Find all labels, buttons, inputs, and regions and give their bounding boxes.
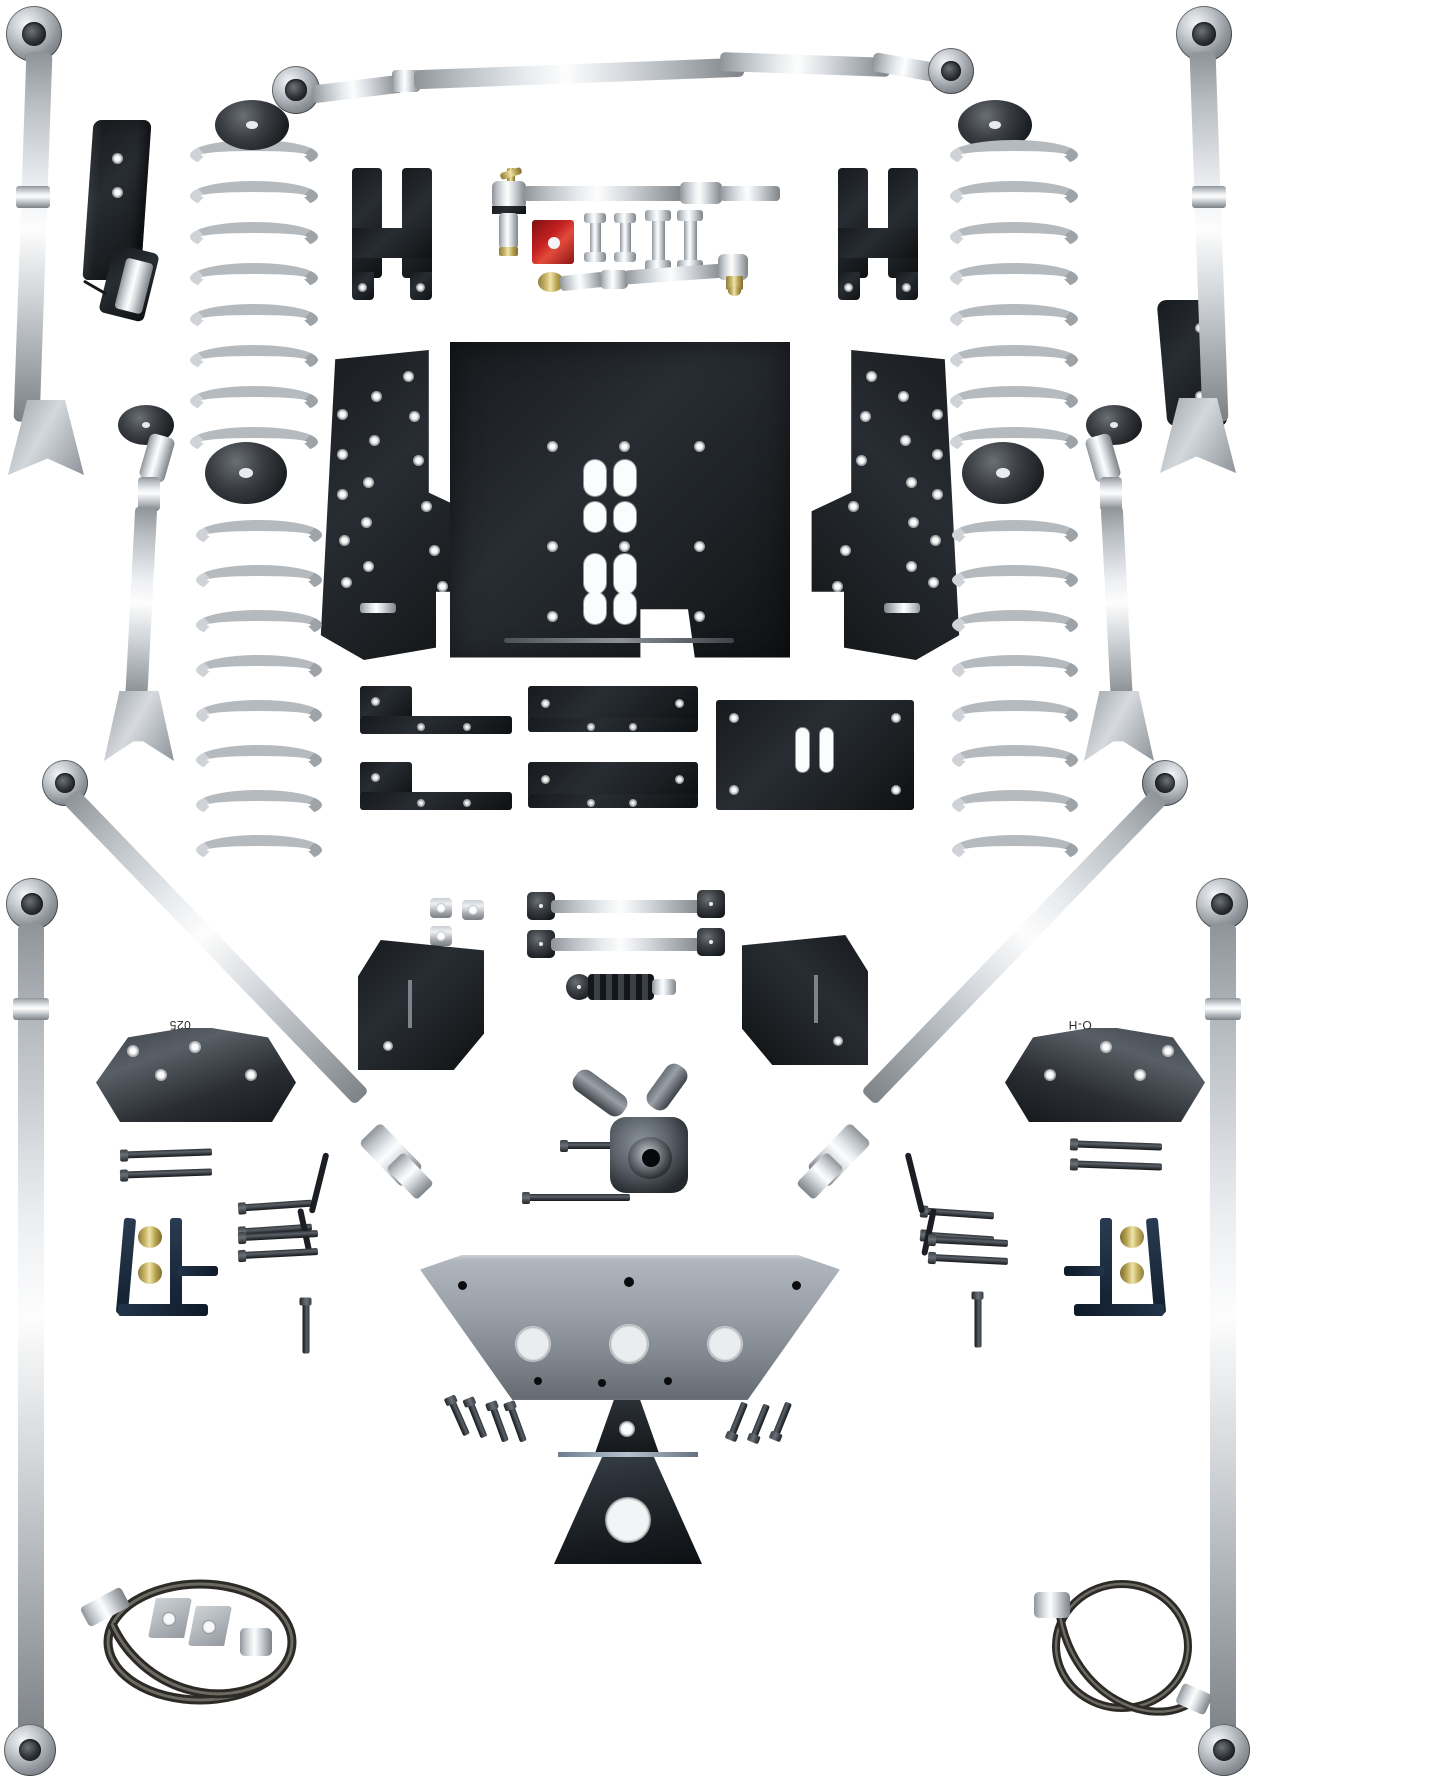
bolt-head-icon: [138, 1262, 162, 1284]
bracket-left-lower-u-bracket: [112, 1217, 222, 1328]
control-arm-rear-right-lower-long-arm: [1190, 878, 1260, 1778]
hardware-nuts-center: [430, 898, 452, 918]
hardware-screws-right: [718, 1401, 798, 1468]
bump-stop-front-left-bump-stop-puck: [215, 100, 289, 150]
arm-sleeve: [16, 186, 50, 208]
control-arm-rear-left-lower-long-arm: [2, 878, 72, 1778]
bracket-right-lower-u-bracket: [1060, 1217, 1170, 1328]
brake-line-right-brake-line-kit: [1030, 1570, 1214, 1750]
bracket-hole: [113, 154, 122, 163]
hardware-bolts-center: [522, 1139, 634, 1210]
rod-end-eye-icon: [1198, 1724, 1250, 1776]
bump-stop-rear-left-bump-stop-puck: [205, 442, 287, 504]
steering-linkage-group: [480, 166, 780, 318]
left-caliper-bracket-stamp: 025: [169, 1018, 191, 1032]
hardware-bolts-left-upper: [118, 1148, 218, 1188]
skid-transfer-case-drop-plate: [716, 700, 914, 810]
bracket-right-sway-bar-bracket: [742, 935, 868, 1065]
rod-end-eye-icon: [1196, 878, 1248, 930]
rod-end-eye-icon: [4, 1724, 56, 1776]
brake-hose-icon: [103, 1579, 297, 1705]
coil-spring-rear-right-coil-spring: [952, 520, 1078, 888]
track-bar-eye-right-icon: [928, 48, 974, 94]
bracket-left-spring-retainer: [352, 168, 436, 303]
sway-bar-link-lower: [527, 928, 727, 962]
hardware-screws-left: [438, 1394, 528, 1468]
brake-line-left-brake-line-kit: [79, 1570, 332, 1750]
crossmember-plate-center-lower: [528, 762, 698, 814]
hardware-bolt-right-single: [952, 1291, 984, 1352]
coil-spring-rear-left-coil-spring: [196, 520, 322, 888]
rod-end-eye-icon: [6, 878, 58, 930]
control-arm-left-diagonal-arm: [40, 760, 460, 1210]
skid-main-belly-skid-plate: [450, 342, 790, 664]
bracket-triangle-mount-bracket: [548, 1400, 708, 1568]
skid-transmission-crossmember: [420, 1255, 840, 1400]
hardware-bolts-right-upper: [1068, 1137, 1168, 1180]
track-bar-front-track-bar: [272, 46, 992, 136]
bolt-head-icon: [138, 1226, 162, 1248]
crossmember-strip-left-upper: [360, 686, 512, 738]
bracket-left-sway-bar-bracket: [358, 940, 484, 1070]
control-arm-left-short-upper-arm: [100, 405, 186, 761]
control-arm-front-left-upper-long-arm: [0, 0, 90, 475]
bracket-right-spring-retainer: [838, 168, 922, 303]
hardware-nuts-center: [462, 900, 484, 920]
bracket-right-caliper-bracket: [1005, 1028, 1205, 1122]
driveshaft-transfer-case-yoke: [568, 1059, 720, 1225]
bump-stop-rear-right-bump-stop-puck: [962, 442, 1044, 504]
right-caliper-bracket-stamp: O-H: [1068, 1018, 1092, 1032]
bracket-hole: [113, 188, 122, 197]
bracket-left-shock-relocation-bracket: [82, 120, 172, 323]
coil-spring-front-left-coil-spring: [190, 140, 318, 480]
skid-left-frame-bracket: [310, 350, 490, 660]
bracket-left-caliper-bracket: [96, 1028, 296, 1122]
hardware-bolt-left-single: [280, 1297, 312, 1358]
control-arm-right-short-upper-arm: [1072, 405, 1158, 761]
control-arm-front-right-upper-long-arm: [1160, 0, 1250, 473]
bolt-head-icon: [1120, 1262, 1144, 1284]
bolt-head-icon: [1120, 1226, 1144, 1248]
hardware-bolts-right-lower: [927, 1233, 1012, 1268]
rod-end-eye-icon: [42, 760, 88, 806]
sway-bar-link-upper: [527, 890, 727, 924]
arm-tube: [13, 51, 53, 423]
bump-stop-center-bump-stop-extension: [566, 966, 676, 1008]
coil-spring-front-right-coil-spring: [950, 140, 1078, 480]
skid-right-frame-bracket: [790, 350, 970, 660]
hardware-bolts-left-lower: [237, 1230, 322, 1262]
hardware-nuts-center: [430, 926, 452, 946]
brake-hose-icon: [1052, 1580, 1195, 1716]
crossmember-strip-left-lower: [360, 762, 512, 814]
crossmember-plate-center-upper: [528, 686, 698, 738]
